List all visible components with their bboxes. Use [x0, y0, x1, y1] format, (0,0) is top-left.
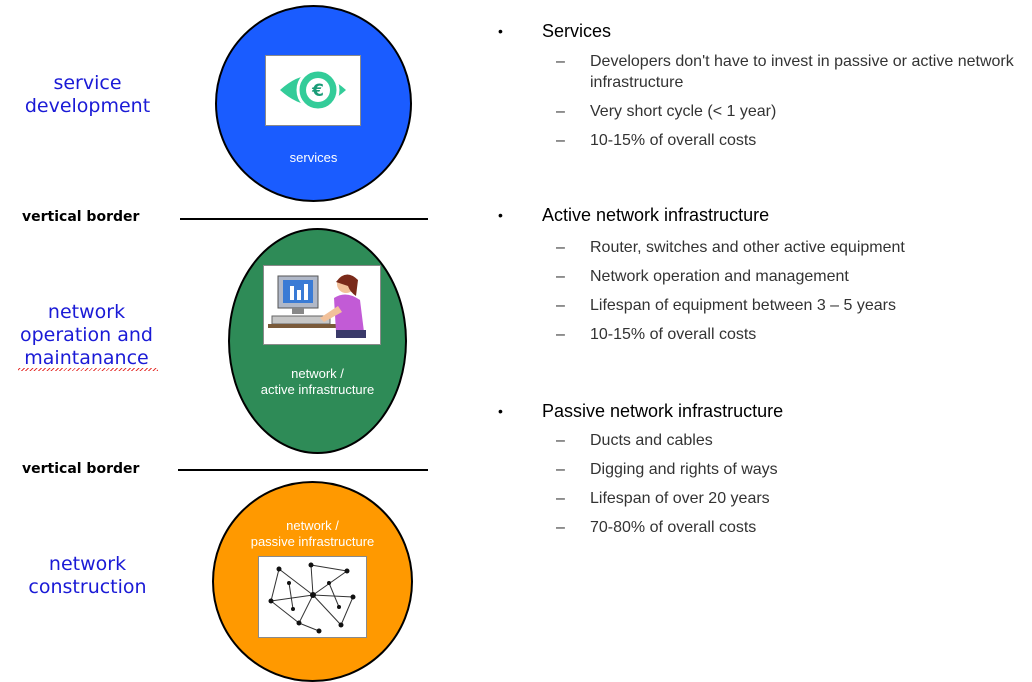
list-item: 10-15% of overall costs — [590, 326, 757, 343]
list-item: Lifespan of over 20 years — [590, 490, 770, 507]
network-graph-icon — [268, 562, 356, 634]
services-circle-label: services — [289, 150, 338, 165]
dash-icon: – — [556, 490, 565, 507]
dash-icon: – — [556, 519, 565, 536]
active-infrastructure-picture — [263, 265, 381, 345]
bullet-icon: • — [498, 403, 503, 419]
border-line-top — [180, 218, 428, 220]
svg-text:€: € — [311, 81, 324, 101]
section-active-infrastructure: • Active network infrastructure – Router, … — [498, 202, 1032, 345]
bullet-icon: • — [498, 23, 503, 39]
passive-infrastructure-circle-label: network / passive infrastructure — [250, 518, 375, 549]
spellcheck-underline — [18, 368, 158, 371]
dash-icon: – — [556, 132, 565, 149]
border-line-bottom — [178, 469, 428, 471]
list-item: Digging and rights of ways — [590, 461, 778, 478]
section-title: Services — [542, 20, 612, 41]
list-item: Network operation and management — [590, 268, 849, 285]
section-title: Active network infrastructure — [542, 204, 770, 225]
layer-label-network-construction: network construction — [28, 553, 147, 598]
services-picture: € — [265, 55, 361, 126]
dash-icon: – — [556, 461, 565, 478]
section-title: Passive network infrastructure — [542, 400, 784, 421]
dash-icon: – — [556, 326, 565, 343]
dash-icon: – — [556, 268, 565, 285]
border-label-bottom: vertical border — [22, 461, 140, 477]
list-item: Router, switches and other active equipm… — [590, 239, 905, 256]
passive-infrastructure-picture — [258, 556, 367, 638]
section-passive-infrastructure: • Passive network infrastructure – Ducts a… — [498, 398, 1032, 538]
list-item: Lifespan of equipment between 3 – 5 year… — [590, 297, 896, 314]
layer-label-service-development: service development — [24, 72, 151, 117]
computer-user-icon — [268, 274, 366, 338]
list-item: Very short cycle (< 1 year) — [590, 103, 777, 120]
list-item: 10-15% of overall costs — [590, 132, 757, 149]
list-item: Developers don't have to invest in passi… — [590, 53, 1014, 91]
layer-label-network-operation: network operation and maintanance — [19, 301, 153, 369]
list-item: Ducts and cables — [590, 432, 713, 449]
list-item: 70-80% of overall costs — [590, 519, 757, 536]
dash-icon: – — [556, 103, 565, 120]
dash-icon: – — [556, 53, 565, 70]
dash-icon: – — [556, 432, 565, 449]
euro-icon: € — [280, 68, 346, 112]
dash-icon: – — [556, 297, 565, 314]
border-label-top: vertical border — [22, 209, 140, 225]
active-infrastructure-circle-label: network / active infrastructure — [260, 366, 375, 397]
bullet-icon: • — [498, 207, 503, 223]
dash-icon: – — [556, 239, 565, 256]
section-services: • Services – Developers don't have to inve… — [498, 18, 1032, 151]
